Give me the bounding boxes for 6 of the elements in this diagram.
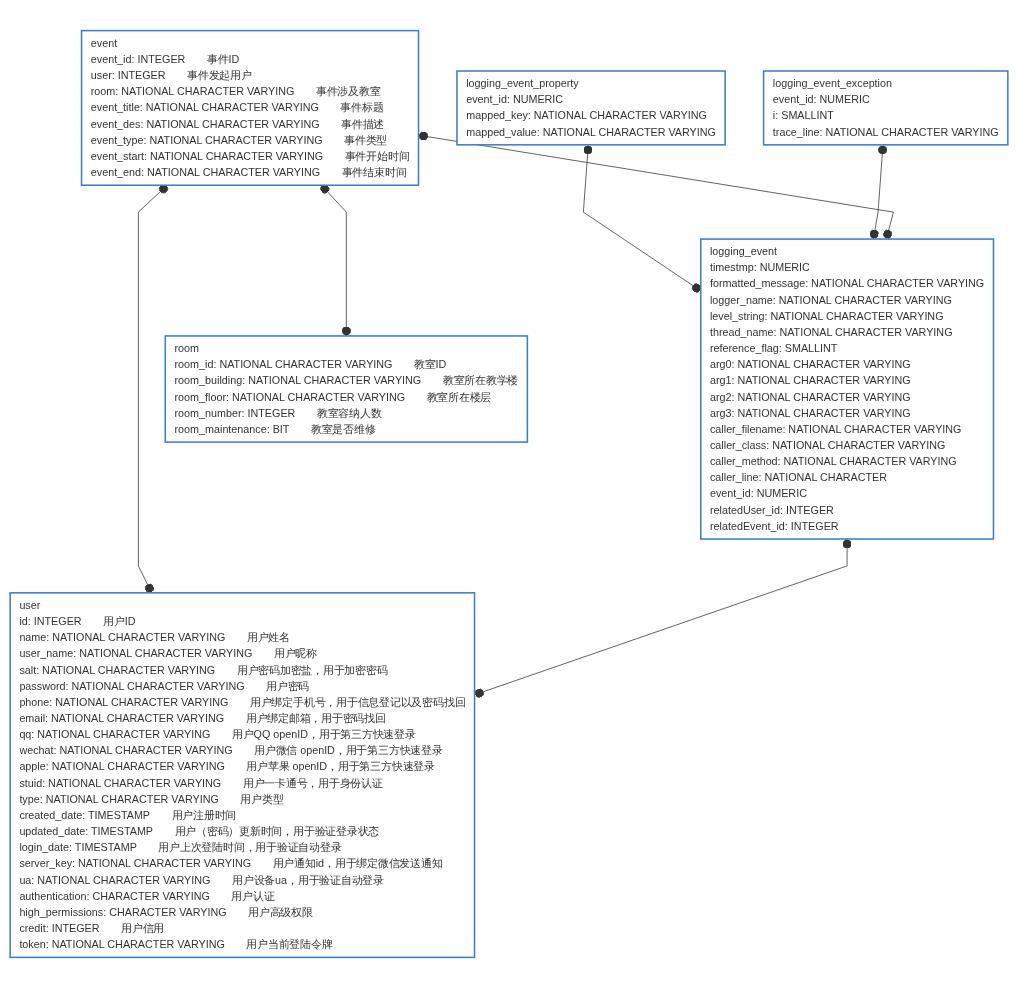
node-box: logging_event timestmp: NUMERIC formatted_message: NATIONAL CHARACTER VARYING logger_name: NATIONAL CHARACTER VARYING level_string: NATIONAL CHARACTER VARYING thread_name: NATIONAL CHARACTER VARYING reference_flag: SMALLINT arg0: NATIONAL CHARACTER VARYING arg1: NATIONAL CHARACTER VARYING arg2: NATIONAL CHARACTER VARYING arg3: NATIONAL CHARACTER VARYING caller_filename: NATIONAL CHARACTER VARYING caller_class: NATIONAL CHARACTER VARYING caller_method: NATIONAL CHARACTER VARYING caller_line: NATIONAL CHARACTER event_id: NUMERIC relatedUser_id: INTEGER relatedEvent_id: INTEGER (699, 238, 995, 540)
node-box: event event_id: INTEGER 事件ID user: INTEGER 事件发起用户 room: NATIONAL CHARACTER VARYING 事件涉及教室 event_title: NATIONAL CHARACTER VARYING 事件标题 event_des: NATIONAL CHARACTER VARYING 事件描述 event_type: NATIONAL CHARACTER VARYING 事件类型 event_start: NATIONAL CHARACTER VARYING 事件开始时间 event_end: NATIONAL CHARACTER VARYING 事件结束时间 (80, 29, 420, 186)
node-box: logging_event_exception event_id: NUMERIC i: SMALLINT trace_line: NATIONAL CHARACTER VARYING (762, 70, 1009, 146)
node-box: logging_event_property event_id: NUMERIC mapped_key: NATIONAL CHARACTER VARYING mapped_value: NATIONAL CHARACTER VARYING (456, 70, 726, 146)
node-box: room room_id: NATIONAL CHARACTER VARYING 教室ID room_building: NATIONAL CHARACTER VARYING 教室所在教学楼 room_floor: NATIONAL CHARACTER VARYING 教室所在楼层 room_number: INTEGER 教室容纳人数 room_maintenance: BIT 教室是否维修 (164, 335, 529, 443)
node-box: user id: INTEGER 用户ID name: NATIONAL CHARACTER VARYING 用户姓名 user_name: NATIONAL CHARACTER VARYING 用户昵称 salt: NATIONAL CHARACTER VARYING 用户密码加密盐，用于加密密码 password: NATIONAL CHARACTER VARYING 用户密码 phone: NATIONAL CHARACTER VARYING 用户绑定手机号，用于信息登记以及密码找回 email: NATIONAL CHARACTER VARYING 用户绑定邮箱，用于密码找回 qq: NATIONAL CHARACTER VARYING 用户QQ openID，用于第三方快速登录 wechat: NATIONAL CHARACTER VARYING 用户微信 openID，用于第三方快速登录 apple: NATIONAL CHARACTER VARYING 用户苹果 openID，用于第三方快速登录 stuid: NATIONAL CHARACTER VARYING 用户一卡通号，用于身份认证 type: NATIONAL CHARACTER VARYING 用户类型 created_date: TIMESTAMP 用户注册时间 updated_date: TIMESTAMP 用户（密码）更新时间，用于验证登录状态 login_date: TIMESTAMP 用户上次登陆时间，用于验证自动登录 server_key: NATIONAL CHARACTER VARYING 用户通知id，用于绑定微信发送通知 ua: NATIONAL CHARACTER VARYING 用户设备ua，用于验证自动登录 authentication: CHARACTER VARYING 用户认证 high_permissions: CHARACTER VARYING 用户高级权限 credit: INTEGER 用户信用 token: NATIONAL CHARACTER VARYING 用户当前登陆令牌 (9, 592, 476, 959)
